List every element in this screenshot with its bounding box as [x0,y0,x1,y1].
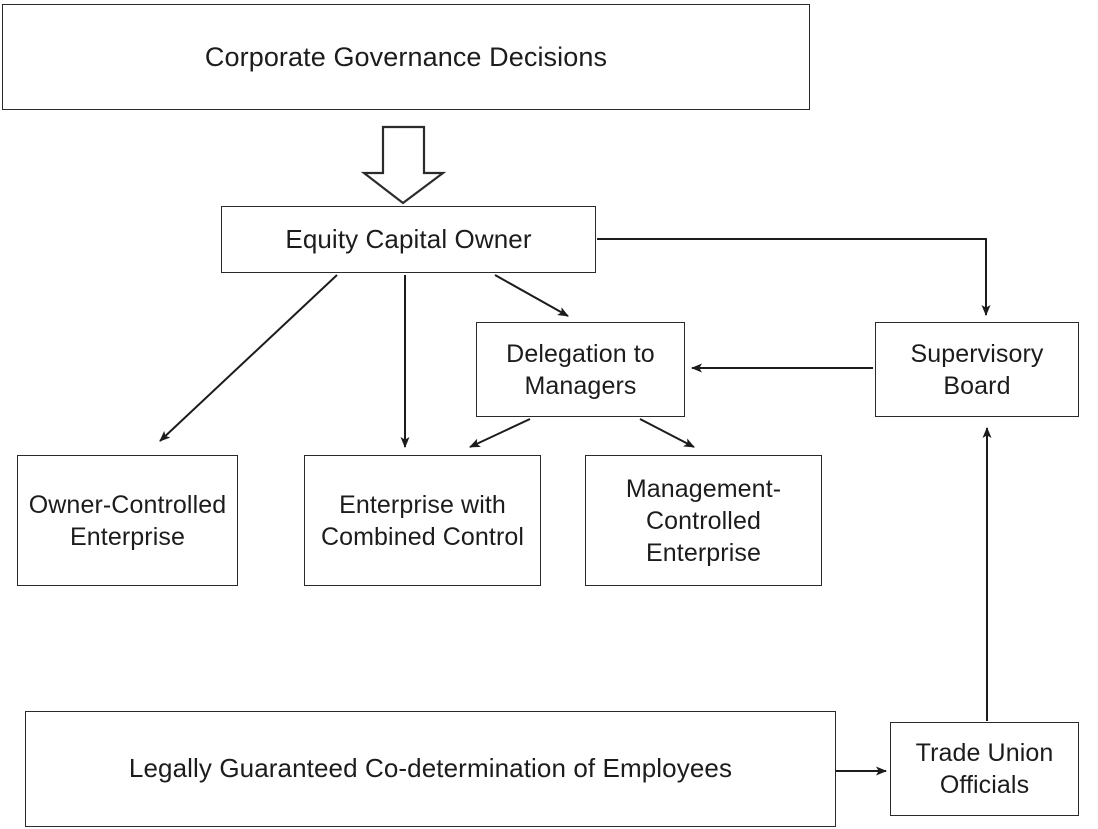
node-delegation-to-managers[interactable]: Delegation to Managers [476,322,685,417]
node-trade-union-officials[interactable]: Trade Union Officials [890,722,1079,816]
node-label: Trade Union Officials [915,739,1054,799]
node-enterprise-with-combined-control[interactable]: Enterprise with Combined Control [304,455,541,586]
node-label: Corporate Governance Decisions [204,41,608,72]
node-label: Owner-Controlled Enterprise [28,490,227,551]
node-label: Equity Capital Owner [285,223,532,254]
edge-equity-to-owner [159,274,338,442]
node-corporate-governance-decisions[interactable]: Corporate Governance Decisions [2,4,810,110]
node-owner-controlled-enterprise[interactable]: Owner-Controlled Enterprise [17,455,238,586]
node-legally-guaranteed-codetermination[interactable]: Legally Guaranteed Co-determination of E… [25,711,836,827]
node-label: Legally Guaranteed Co-determination of E… [128,753,733,784]
edge-delegation-to-combined [469,418,531,448]
edge-governance-to-equity [360,125,447,205]
node-equity-capital-owner[interactable]: Equity Capital Owner [221,206,596,273]
edge-delegation-to-management [639,418,695,448]
node-label: Management-Controlled Enterprise [625,474,782,567]
node-supervisory-board[interactable]: Supervisory Board [875,322,1079,417]
node-management-controlled-enterprise[interactable]: Management-Controlled Enterprise [585,455,822,586]
node-label: Delegation to Managers [506,339,655,400]
node-label: Supervisory Board [910,339,1044,400]
node-label: Enterprise with Combined Control [320,490,525,551]
edge-equity-to-supervisory [597,238,991,316]
edge-equity-to-delegation [494,274,569,317]
